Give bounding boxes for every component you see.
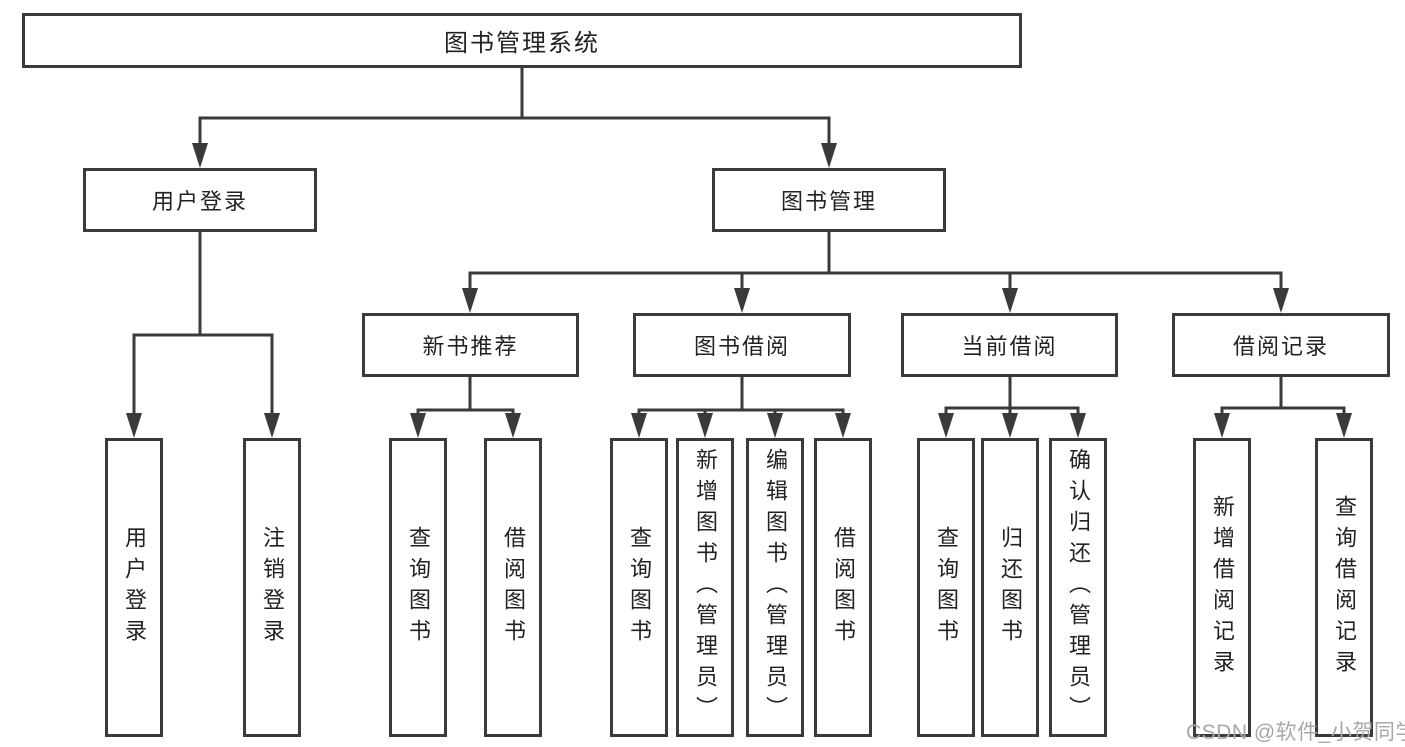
node-current-borrow: 当前借阅 — [901, 313, 1118, 377]
leaf-query-books-borrow: 查询图书 — [610, 438, 668, 737]
connector-current-to-leaves — [938, 375, 1086, 438]
connector-user-to-leaves — [126, 230, 280, 438]
leaf-user-login: 用户登录 — [105, 438, 163, 737]
connector-borrow-to-leaves — [631, 375, 851, 438]
connector-book-to-level3 — [462, 231, 1289, 313]
node-root-system: 图书管理系统 — [22, 13, 1022, 68]
node-book-management: 图书管理 — [712, 168, 946, 232]
leaf-label: 查询图书 — [627, 525, 652, 650]
leaf-borrow-books-recommend: 借阅图书 — [484, 438, 542, 737]
connector-recommend-to-leaves — [410, 375, 521, 438]
node-label: 图书管理系统 — [444, 30, 600, 57]
node-borrow-records: 借阅记录 — [1172, 313, 1390, 377]
leaf-confirm-return-admin: 确认归还（管理员） — [1049, 438, 1107, 737]
node-label: 图书管理 — [780, 189, 877, 214]
leaf-edit-books-admin: 编辑图书（管理员） — [746, 438, 804, 737]
leaf-return-books: 归还图书 — [981, 438, 1039, 737]
leaf-label: 新增借阅记录 — [1210, 494, 1235, 681]
leaf-query-books-recommend: 查询图书 — [389, 438, 447, 737]
node-label: 借阅记录 — [1232, 334, 1329, 359]
leaf-label: 借阅图书 — [831, 525, 856, 650]
node-new-book-recommend: 新书推荐 — [362, 313, 579, 377]
node-book-borrow: 图书借阅 — [633, 313, 851, 377]
leaf-label: 确认归还（管理员） — [1066, 448, 1091, 727]
leaf-label: 新增图书（管理员） — [693, 448, 718, 727]
leaf-add-books-admin: 新增图书（管理员） — [676, 438, 734, 737]
node-label: 新书推荐 — [422, 334, 519, 359]
leaf-label: 查询图书 — [934, 525, 959, 650]
leaf-label: 注销登录 — [260, 525, 285, 650]
watermark-text: CSDN @软件_小贺同学 — [1186, 721, 1405, 744]
leaf-label: 用户登录 — [122, 525, 147, 650]
leaf-query-borrow-record: 查询借阅记录 — [1315, 438, 1373, 737]
leaf-borrow-books: 借阅图书 — [814, 438, 872, 737]
leaf-logout: 注销登录 — [243, 438, 301, 737]
node-user-login: 用户登录 — [83, 168, 317, 232]
connector-root-to-level2 — [192, 66, 837, 168]
leaf-query-books-current: 查询图书 — [917, 438, 975, 737]
leaf-label: 归还图书 — [998, 525, 1023, 650]
connector-history-to-leaves — [1214, 375, 1352, 438]
leaf-label: 借阅图书 — [501, 525, 526, 650]
leaf-label: 查询借阅记录 — [1332, 494, 1357, 681]
node-label: 当前借阅 — [961, 334, 1058, 359]
node-label: 用户登录 — [151, 189, 248, 214]
leaf-label: 编辑图书（管理员） — [763, 448, 788, 727]
node-label: 图书借阅 — [693, 334, 790, 359]
leaf-add-borrow-record: 新增借阅记录 — [1193, 438, 1251, 737]
leaf-label: 查询图书 — [406, 525, 431, 650]
